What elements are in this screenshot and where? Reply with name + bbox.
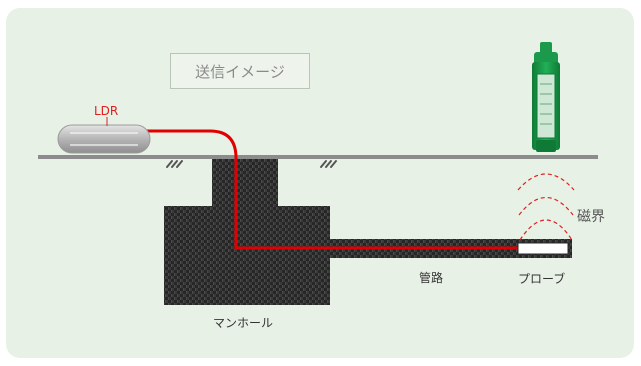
ldr-label: LDR xyxy=(94,104,119,118)
cable-line xyxy=(146,129,518,250)
diagram-title: 送信イメージ xyxy=(170,53,310,89)
transmitter-icon xyxy=(532,42,560,152)
manhole-label: マンホール xyxy=(213,316,274,330)
probe-label: プローブ xyxy=(518,272,566,286)
magnetic-field-label: 磁界 xyxy=(577,209,605,225)
ground-line xyxy=(38,155,598,159)
magnetic-field-arcs xyxy=(517,173,575,241)
manhole-structure xyxy=(164,157,572,305)
pipe-label: 管路 xyxy=(419,271,444,285)
hatch-marks-icon xyxy=(166,160,337,168)
ldr-device-icon xyxy=(57,124,151,154)
probe-icon xyxy=(517,242,569,255)
